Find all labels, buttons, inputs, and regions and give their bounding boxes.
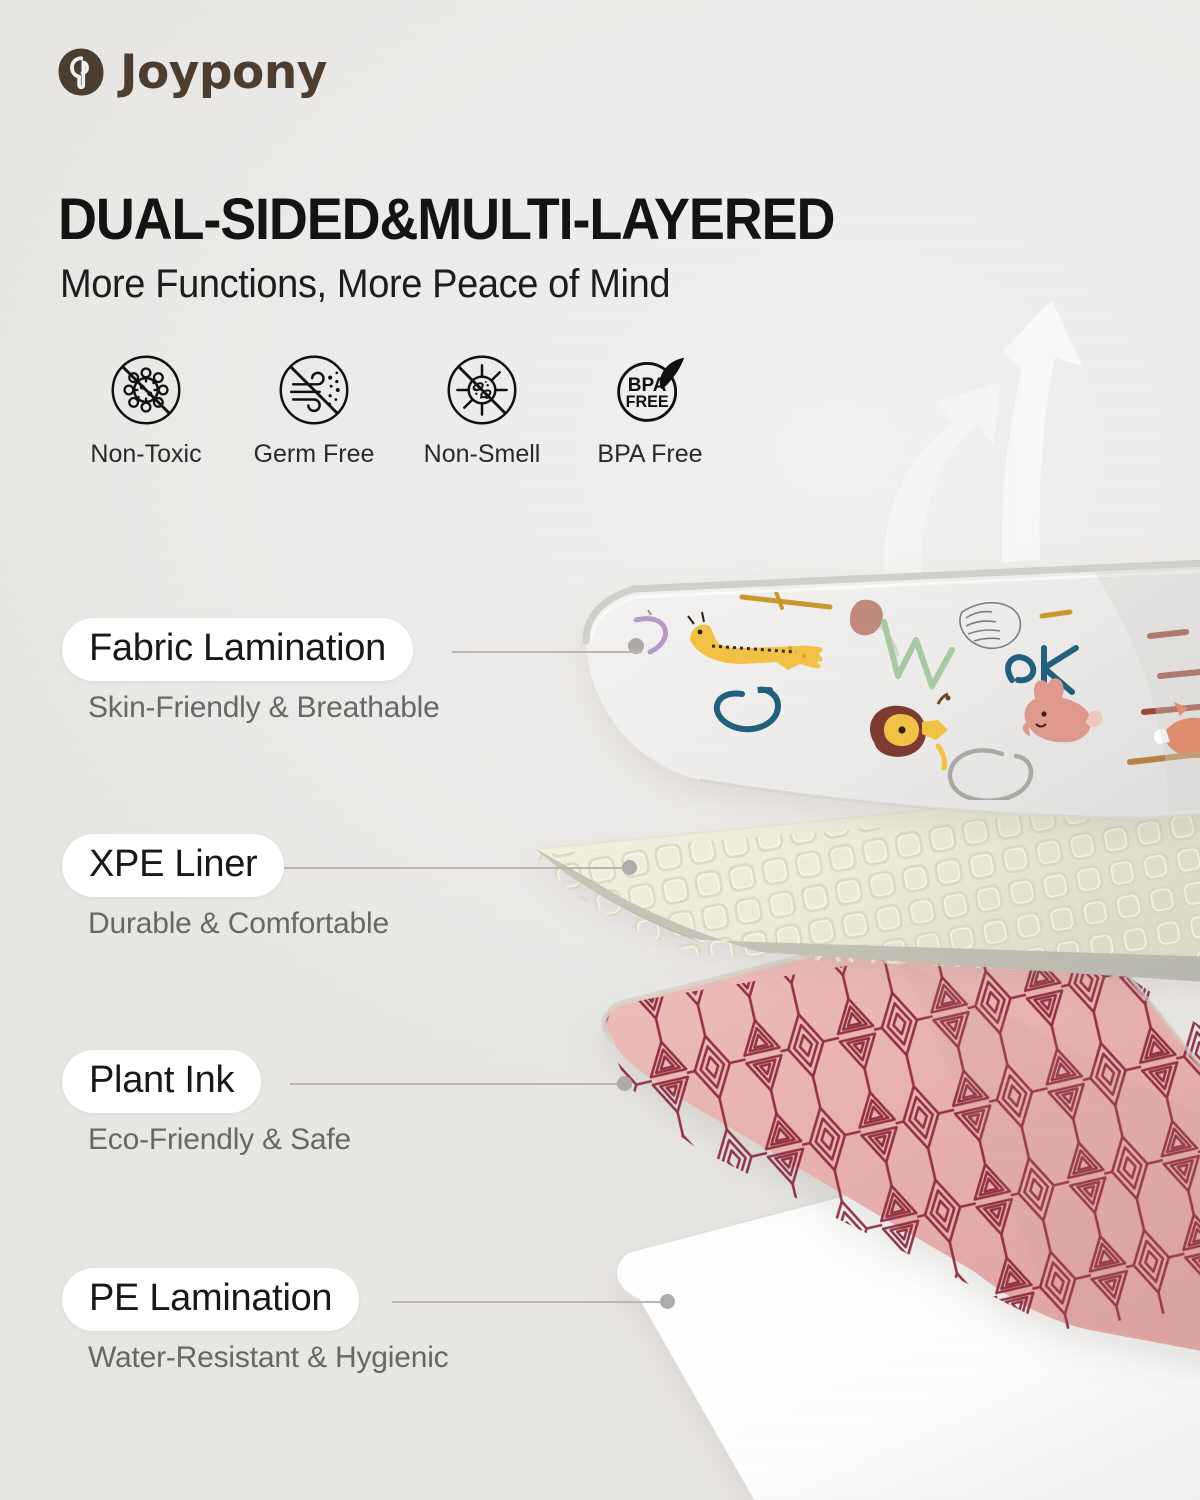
badge-germ-free: Germ Free: [230, 352, 398, 469]
layer-subtitle-plant-ink: Eco-Friendly & Safe: [88, 1123, 351, 1156]
layer-title-pe: PE Lamination: [62, 1268, 360, 1331]
fox-doodle: [1154, 702, 1200, 758]
layer-subtitle-xpe: Durable & Comfortable: [88, 907, 389, 940]
brand-wordmark: Joypony: [120, 44, 327, 100]
layer-title-fabric: Fabric Lamination: [62, 618, 413, 681]
layer-fabric-lamination: [582, 559, 1200, 820]
page-subtitle: More Functions, More Peace of Mind: [60, 262, 671, 306]
brand-logo: Joypony: [55, 46, 327, 98]
xpe-texture: [535, 800, 1200, 980]
bpa-free-leaf-icon: BPA FREE: [617, 357, 685, 422]
leader-xpe-liner: XPE Liner Durable & Comfortable: [62, 834, 637, 941]
leader-line-pe: [392, 1301, 667, 1303]
badge-label: Germ Free: [253, 440, 375, 468]
upward-arrows-decoration: [883, 300, 1082, 585]
layer-xpe-liner: [535, 781, 1200, 982]
badge-bpa-free: BPA FREE BPA Free: [566, 352, 734, 469]
badge-label: BPA Free: [597, 440, 703, 468]
leader-line-xpe: [284, 867, 629, 869]
fabric-print-artwork: [633, 590, 1200, 800]
badge-non-smell: Non-Smell: [398, 352, 566, 469]
layer-subtitle-fabric: Skin-Friendly & Breathable: [88, 691, 440, 724]
feature-badge-row: Non-Toxic Germ Free: [62, 352, 734, 469]
no-toxic-virus-crossed-icon: [111, 355, 181, 425]
layer-subtitle-pe: Water-Resistant & Hygienic: [88, 1341, 449, 1374]
leader-line-fabric: [452, 651, 642, 653]
no-smell-odor-crossed-icon: [447, 355, 517, 425]
layer-title-plant-ink: Plant Ink: [62, 1050, 262, 1113]
svg-text:BPA: BPA: [628, 375, 667, 396]
leader-fabric-lamination: Fabric Lamination Skin-Friendly & Breath…: [62, 618, 642, 725]
leader-dot-xpe: [622, 860, 637, 875]
no-germ-wind-crossed-icon: [279, 355, 349, 425]
badge-non-toxic: Non-Toxic: [62, 352, 230, 469]
leader-plant-ink: Plant Ink Eco-Friendly & Safe: [62, 1050, 632, 1157]
plant-ink-pattern: [603, 930, 1200, 1330]
leader-pe-lamination: PE Lamination Water-Resistant & Hygienic: [62, 1268, 675, 1375]
lion-doodle: [870, 692, 951, 771]
page-title: DUAL-SIDED&MULTI-LAYERED: [58, 187, 835, 252]
joypony-logo-icon: [58, 48, 104, 96]
rabbit-doodle: [1022, 678, 1103, 743]
badge-label: Non-Toxic: [90, 440, 202, 468]
layer-title-xpe: XPE Liner: [62, 834, 285, 897]
layer-plant-ink: [601, 899, 1200, 1351]
leader-dot-plant-ink: [617, 1076, 632, 1091]
badge-label: Non-Smell: [423, 440, 541, 468]
layer-pe-lamination: [615, 1149, 1200, 1500]
leader-line-plant-ink: [290, 1083, 625, 1085]
giraffe-doodle: [687, 611, 823, 670]
svg-text:FREE: FREE: [626, 393, 669, 411]
leader-dot-pe: [660, 1294, 675, 1309]
